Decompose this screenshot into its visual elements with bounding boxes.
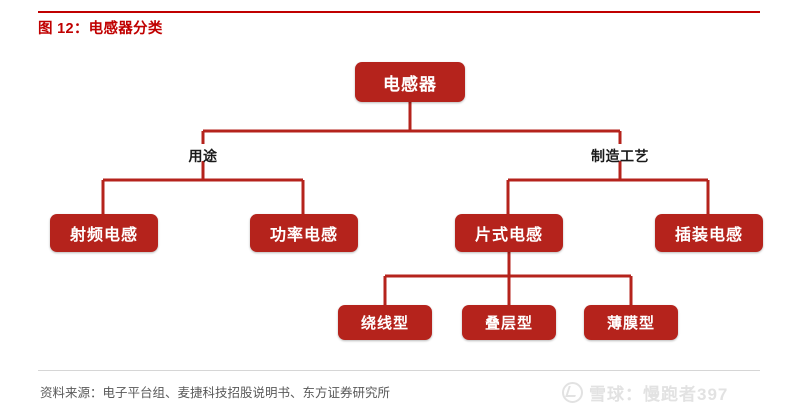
- node-power-inductor[interactable]: 功率电感: [250, 214, 358, 252]
- node-multilayer-type[interactable]: 叠层型: [462, 305, 556, 340]
- xueqiu-logo-icon: [562, 382, 583, 403]
- watermark-text: 雪球：慢跑者397: [589, 385, 729, 404]
- branch-label-manufacturing-process: 制造工艺: [591, 148, 649, 164]
- node-chip-inductor[interactable]: 片式电感: [455, 214, 563, 252]
- node-inductor-root[interactable]: 电感器: [355, 62, 465, 102]
- source-note: 资料来源：电子平台组、麦捷科技招股说明书、东方证券研究所: [40, 386, 391, 400]
- page-title: 图 12：电感器分类: [38, 21, 163, 37]
- watermark: 雪球：慢跑者397: [562, 380, 728, 405]
- node-wirewound-type[interactable]: 绕线型: [338, 305, 432, 340]
- footer-rule: [38, 370, 760, 371]
- branch-label-usage: 用途: [188, 148, 218, 164]
- node-through-hole-inductor[interactable]: 插装电感: [655, 214, 763, 252]
- node-thinfilm-type[interactable]: 薄膜型: [584, 305, 678, 340]
- title-top-rule: [38, 11, 760, 13]
- node-rf-inductor[interactable]: 射频电感: [50, 214, 158, 252]
